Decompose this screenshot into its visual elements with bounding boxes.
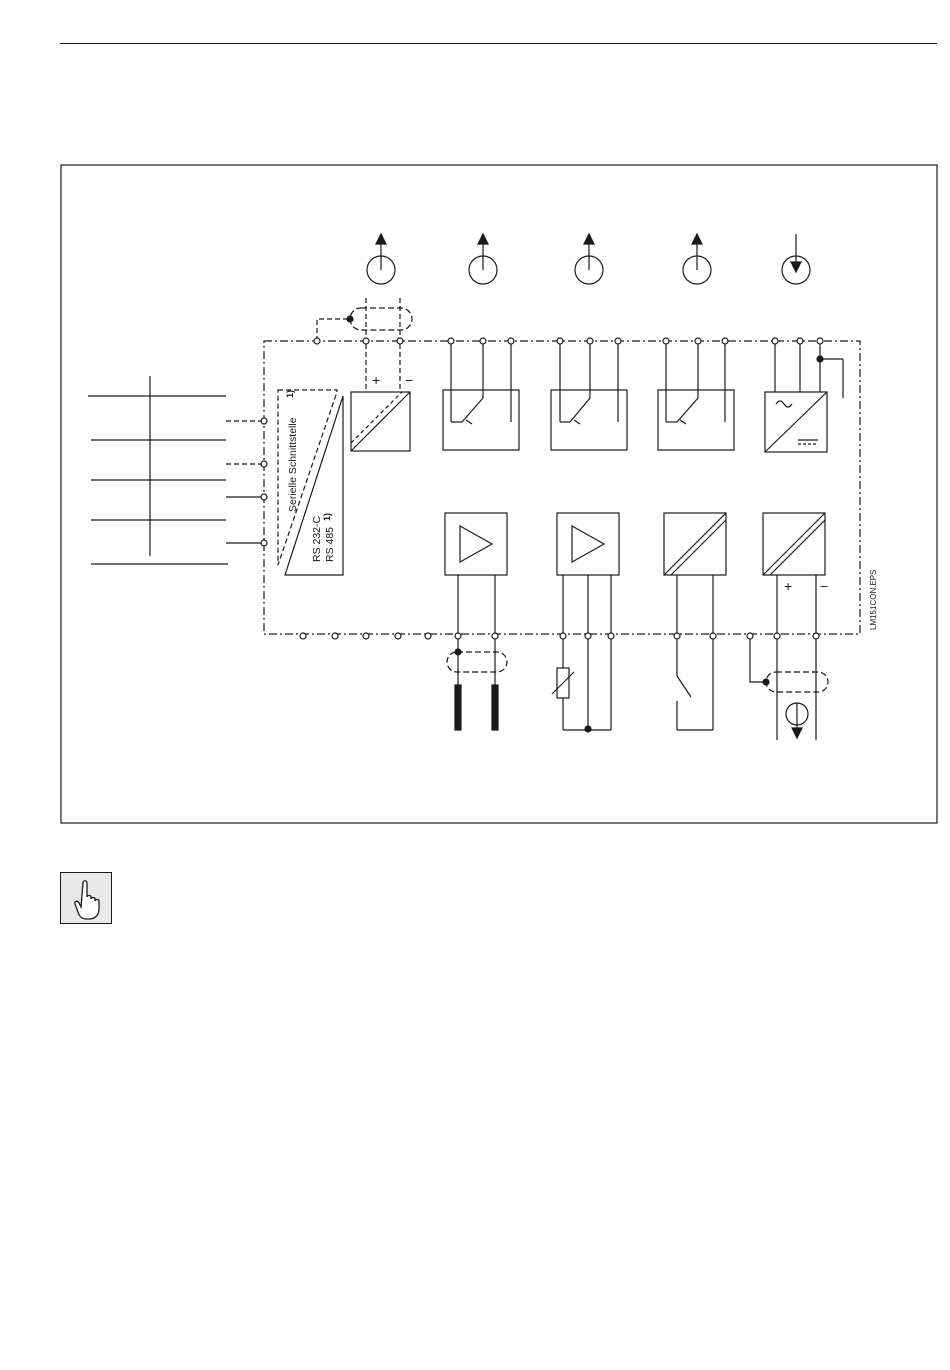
temperature-sensor	[552, 639, 611, 732]
diagram-border	[61, 165, 937, 823]
note-icon	[60, 872, 112, 924]
serial-wiring	[88, 376, 267, 564]
terminal-circle-4	[683, 234, 711, 284]
power-supply-block	[765, 344, 843, 452]
pointing-hand-icon	[61, 873, 111, 923]
housing-outline	[264, 341, 860, 634]
terminal-circle-1	[367, 234, 395, 284]
current-output	[750, 639, 828, 740]
rs232-label: RS 232-C	[311, 515, 323, 562]
converter-block-2	[763, 513, 825, 634]
input-plus-label: +	[372, 372, 380, 388]
amplifier-block-1	[445, 513, 507, 634]
relay-block-1	[443, 344, 519, 450]
electrode-pair	[447, 639, 507, 730]
terminal-circle-5	[782, 234, 810, 284]
relay-block-3	[658, 344, 734, 450]
converter-block-1	[664, 513, 726, 634]
file-tag: LM151CON.EPS	[869, 570, 878, 630]
rs-footnote: 1)	[322, 513, 332, 521]
switch-contact	[677, 639, 713, 730]
amplifier-block-2	[557, 513, 619, 634]
terminal-circle-2	[469, 234, 497, 284]
serial-interface-footnote: 1)	[285, 390, 295, 398]
relay-block-2	[551, 344, 627, 450]
input-minus-label: −	[405, 372, 413, 388]
serial-interface-label: Serielle Schnittstelle	[287, 417, 299, 512]
output-plus-label: +	[784, 578, 792, 594]
rs485-label: RS 485	[324, 527, 336, 562]
output-minus-label: −	[820, 578, 828, 594]
terminal-circle-3	[575, 234, 603, 284]
